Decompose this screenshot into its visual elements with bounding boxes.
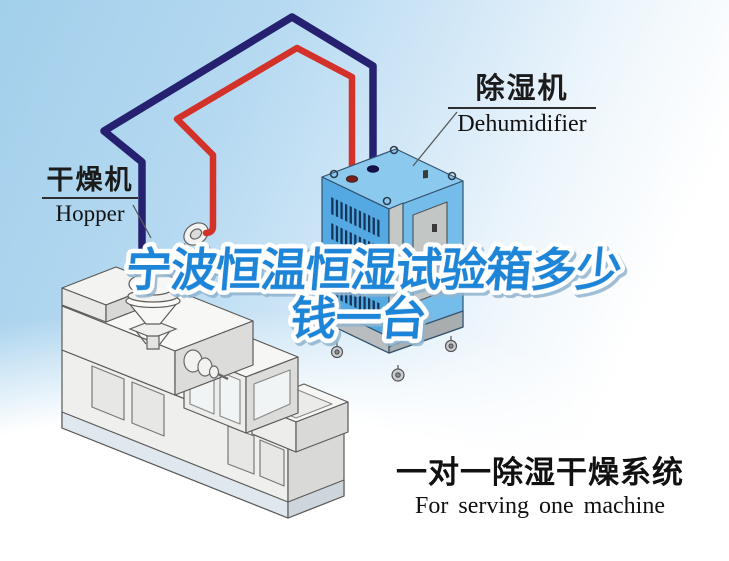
- hopper-label-en: Hopper: [55, 201, 125, 227]
- dehumidifier-label: 除湿机 Dehumidifier: [448, 74, 596, 138]
- hopper-label: 干燥机 Hopper: [42, 166, 138, 227]
- headline-line2: 钱一台: [288, 292, 428, 344]
- dehumidifier-callout-line: [412, 111, 458, 167]
- hopper-illustration: [125, 222, 209, 350]
- dehumidifier-illustration: [321, 145, 464, 382]
- headline-text: 宁波恒温恒湿试验箱多少 钱一台: [119, 240, 627, 349]
- headline-line1: 宁波恒温恒湿试验箱多少: [124, 244, 623, 296]
- system-caption-zh: 一对一除湿干燥系统: [396, 455, 684, 490]
- hopper-label-zh: 干燥机: [42, 166, 138, 200]
- cold-air-hose: [100, 13, 377, 272]
- hot-air-hose: [173, 44, 356, 237]
- system-caption-en: For serving one machine: [415, 493, 665, 520]
- hopper-callout-line: [132, 204, 152, 239]
- dehumidifier-label-zh: 除湿机: [448, 74, 596, 110]
- dehumidifier-label-en: Dehumidifier: [457, 111, 587, 138]
- system-caption: 一对一除湿干燥系统 For serving one machine: [392, 455, 688, 520]
